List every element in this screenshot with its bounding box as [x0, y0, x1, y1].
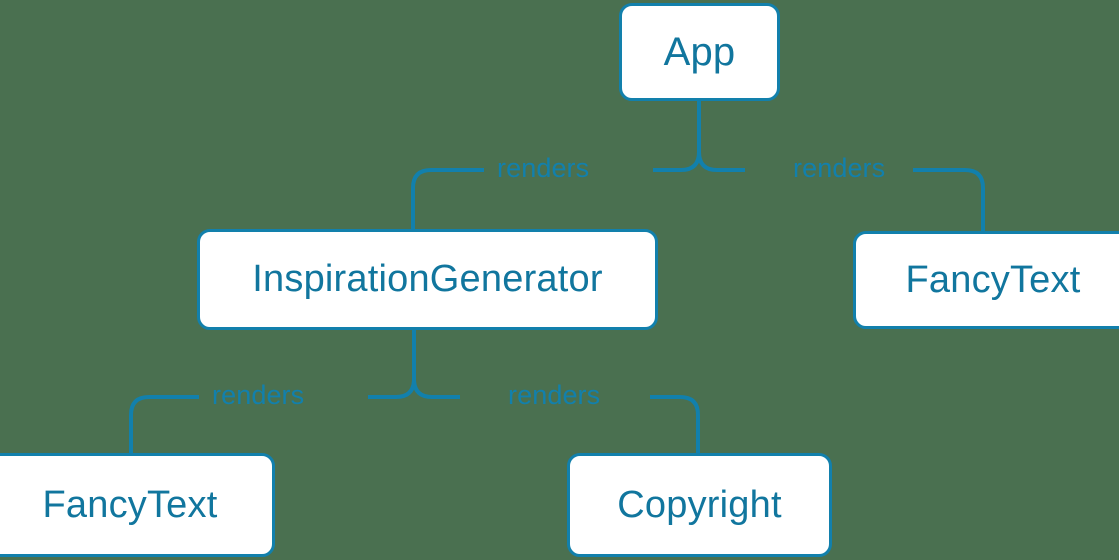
edge-app-stem [653, 101, 701, 172]
node-inspirationgenerator[interactable]: InspirationGenerator [197, 229, 658, 330]
edge-label-app-inspirationgenerator: renders [497, 153, 590, 183]
node-fancytext-bottom-left[interactable]: FancyText [0, 453, 275, 557]
node-fancytext-bottom-left-label: FancyText [42, 483, 218, 526]
edge-app-stem-right [697, 101, 745, 172]
node-fancytext-right[interactable]: FancyText [853, 231, 1119, 329]
edge-app-to-fancytext-right [913, 168, 985, 231]
edge-inspirationgenerator-to-copyright [650, 395, 700, 453]
node-copyright-label: Copyright [617, 483, 782, 526]
edge-inspirationgenerator-to-fancytext-left [129, 395, 199, 453]
edge-label-app-fancytext-right: renders [793, 153, 886, 183]
edge-inspirationgenerator-stem [368, 330, 416, 399]
node-inspirationgenerator-label: InspirationGenerator [252, 258, 603, 300]
edge-inspirationgenerator-stem-right [412, 330, 460, 399]
node-fancytext-right-label: FancyText [905, 258, 1081, 301]
node-app[interactable]: App [619, 3, 780, 101]
node-app-label: App [663, 29, 736, 74]
node-copyright[interactable]: Copyright [567, 453, 832, 557]
edge-label-inspirationgenerator-copyright: renders [508, 380, 601, 410]
edge-label-inspirationgenerator-fancytext-left: renders [212, 380, 305, 410]
edge-app-to-inspirationgenerator [411, 168, 484, 229]
